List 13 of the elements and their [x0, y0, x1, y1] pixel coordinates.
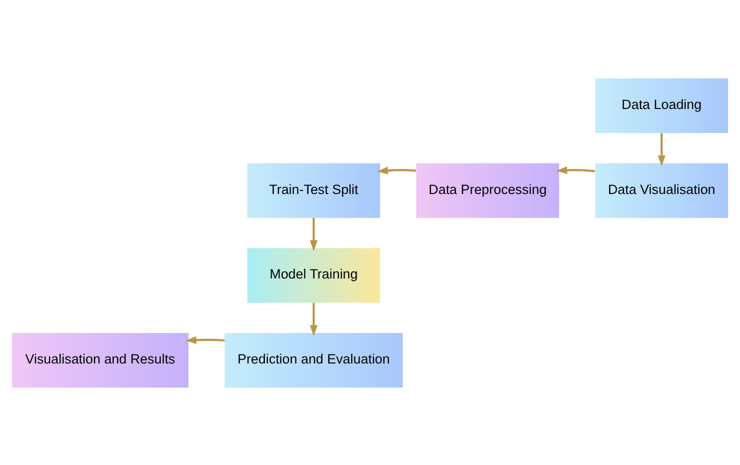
- node-box: Prediction and Evaluation: [224, 332, 403, 388]
- node-box: Data Loading: [595, 78, 728, 132]
- arrow: [310, 217, 318, 251]
- arrow: [377, 166, 416, 174]
- node-box: Model Training: [247, 248, 380, 302]
- node-box: Train-Test Split: [247, 162, 380, 218]
- arrow: [310, 302, 318, 336]
- arrow: [556, 166, 596, 174]
- node-box: Data Visualisation: [595, 162, 728, 218]
- arrow: [185, 336, 225, 344]
- arrow: [658, 132, 666, 166]
- node-box: Data Preprocessing: [416, 162, 560, 218]
- node-box: Visualisation and Results: [12, 332, 188, 388]
